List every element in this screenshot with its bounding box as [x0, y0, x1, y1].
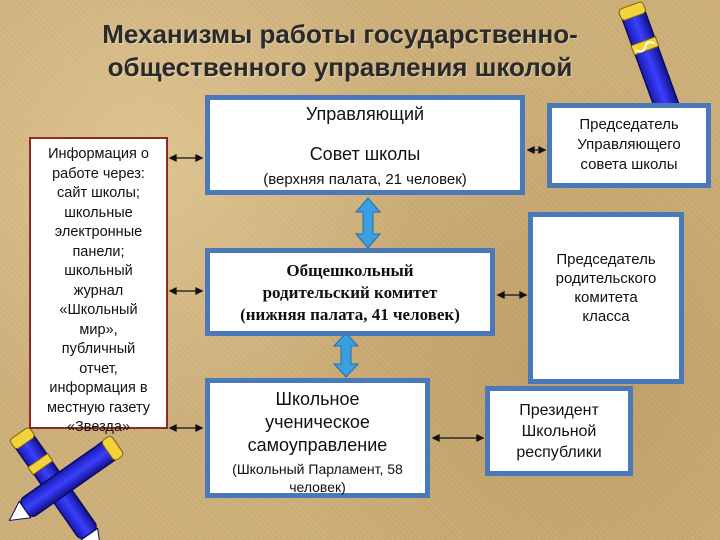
page-title: Механизмы работы государственно- обществ… [60, 18, 620, 84]
info-line: работе через: [52, 165, 145, 182]
pupils-line-1: Школьное [275, 389, 360, 409]
info-line: Информация о [48, 146, 149, 162]
parents-committee-box: Общешкольный родительский комитет (нижня… [205, 248, 495, 336]
vertical-arrow-parents-pupils [332, 332, 360, 378]
council-line-2: Совет школы [309, 144, 421, 164]
info-line: «Звезда» [66, 419, 131, 435]
pupils-sub-line-2: человек) [289, 479, 346, 495]
president-line-2: Школьной [521, 423, 597, 440]
chair-council-box: Председатель Управляющего совета школы [547, 103, 711, 188]
info-line: сайт школы; [57, 185, 140, 201]
info-box: Информация о работе через: сайт школы; ш… [29, 137, 168, 435]
info-line: мир», [79, 321, 118, 338]
info-line: информация в [49, 380, 148, 396]
chair-parents-line-2: родительского [555, 270, 657, 287]
pupils-box: Школьное ученическое самоуправление (Шко… [205, 378, 430, 498]
connectors [168, 145, 547, 443]
info-line: публичный [61, 341, 136, 357]
vertical-arrow-council-parents [354, 197, 382, 249]
council-line-1: Управляющий [305, 104, 425, 124]
info-line: журнал [73, 282, 124, 299]
chair-parents-line-4: класса [582, 308, 630, 325]
parents-line-1: Общешкольный [286, 261, 414, 280]
title-line-1: Механизмы работы государственно- [102, 19, 578, 49]
info-line: «Школьный [59, 302, 138, 318]
info-line: школьные [64, 204, 133, 221]
chair-parents-line-3: комитета [574, 289, 638, 306]
pupils-line-3: самоуправление [247, 435, 388, 455]
president-line-3: республики [516, 444, 602, 461]
pupils-sub-line-1: (Школьный Парламент, 58 [232, 461, 403, 477]
council-line-3: (верхняя палата, 21 человек) [263, 171, 467, 188]
council-box: Управляющий Совет школы (верхняя палата,… [205, 95, 525, 195]
chair-council-line-2: Управляющего [577, 136, 681, 153]
president-line-1: Президент [519, 402, 599, 419]
chair-parents-box: Председатель родительского комитета клас… [528, 212, 684, 384]
info-line: отчет, [79, 360, 118, 377]
chair-parents-line-1: Председатель [556, 251, 656, 268]
info-line: электронные [54, 224, 143, 240]
pupils-line-2: ученическое [265, 412, 370, 432]
info-line: местную газету [46, 399, 151, 416]
title-line-2: общественного управления школой [107, 52, 573, 82]
president-box: Президент Школьной республики [485, 386, 633, 476]
info-line: панели; [72, 243, 125, 260]
chair-council-line-3: совета школы [580, 156, 678, 173]
pupils-sub: (Школьный Парламент, 58 человек) [210, 460, 425, 496]
info-line: школьный [64, 263, 133, 279]
chair-council-line-1: Председатель [579, 116, 679, 133]
pen-icon [8, 435, 124, 522]
parents-line-2: родительский комитет [262, 283, 438, 302]
parents-line-3: (нижняя палата, 41 человек) [240, 305, 460, 324]
